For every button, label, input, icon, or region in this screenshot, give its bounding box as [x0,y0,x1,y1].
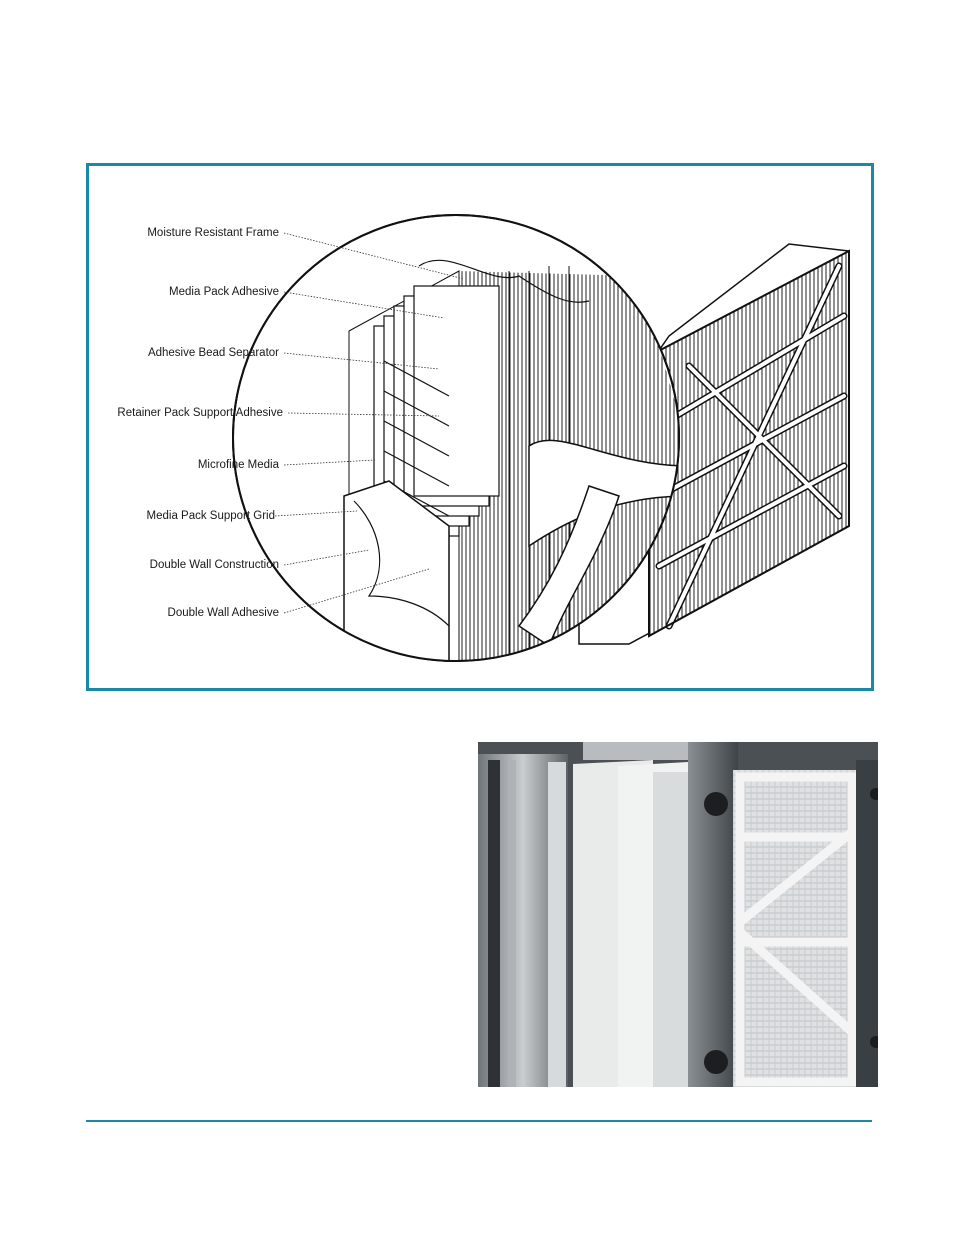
callout-leader-lines [274,232,465,614]
magnified-cutaway [232,214,680,662]
filter-housing-photo [478,742,878,1087]
filter-cutaway-diagram: Moisture Resistant Frame Media Pack Adhe… [86,163,874,691]
label-double-wall-adhesive: Double Wall Adhesive [167,607,279,619]
label-retainer-pack-support-adhesive: Retainer Pack Support Adhesive [117,407,283,419]
label-double-wall-construction: Double Wall Construction [149,559,279,571]
filter-cutaway-illustration [232,214,850,662]
label-media-pack-support-grid: Media Pack Support Grid [146,510,275,522]
label-microfine-media: Microfine Media [197,459,279,471]
label-media-pack-adhesive: Media Pack Adhesive [169,286,279,298]
bottom-divider-rule [86,1120,872,1122]
label-moisture-resistant-frame: Moisture Resistant Frame [147,227,279,239]
label-adhesive-bead-separator: Adhesive Bead Separator [147,347,279,359]
